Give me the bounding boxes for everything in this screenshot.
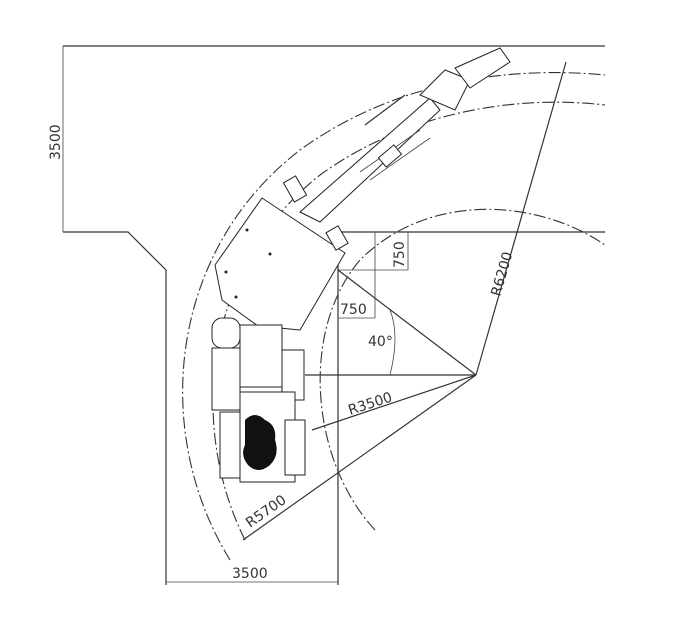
dimension-bottom-width: 3500: [166, 566, 338, 583]
radius-outer-label: R6200: [488, 250, 516, 298]
angle-label: 40°: [368, 334, 393, 350]
dimension-offset-horizontal: 750: [338, 270, 376, 319]
dim-offset-horizontal-label: 750: [340, 302, 367, 318]
drill-rig-machine: [211, 47, 511, 483]
radius-inner-label: R3500: [346, 390, 394, 419]
swept-arcs: [182, 72, 606, 561]
tunnel-outline: [63, 45, 605, 585]
dim-bottom-width-label: 3500: [232, 566, 268, 582]
dimension-offset-vertical: 750: [338, 232, 409, 271]
dim-left-height-label: 3500: [48, 124, 64, 160]
dim-offset-vertical-label: 750: [392, 241, 408, 268]
dimension-left-height: 3500: [48, 46, 64, 232]
